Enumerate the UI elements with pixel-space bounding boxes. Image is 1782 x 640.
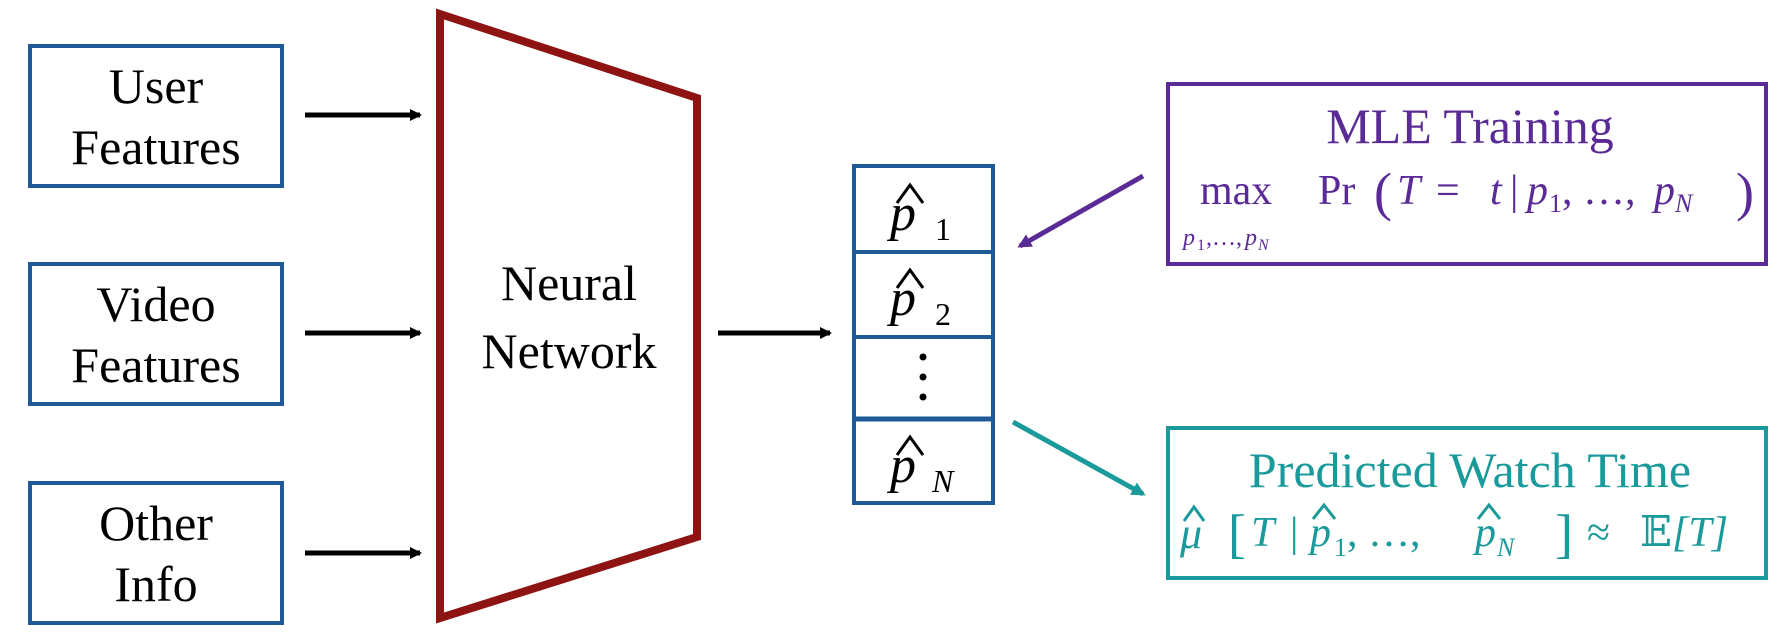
- neural-network: Neural Network: [436, 8, 701, 624]
- predicted-p1-sub: 1: [1334, 533, 1347, 562]
- predicted-box: [1166, 426, 1768, 580]
- input-label-line2: Features: [71, 337, 240, 393]
- mle-pN-sub: N: [1674, 189, 1694, 218]
- hat-mark: [895, 267, 925, 289]
- mle-t: t: [1490, 168, 1503, 214]
- predicted-title: Predicted Watch Time: [1249, 442, 1691, 498]
- mle-under-dots: ,…,: [1206, 225, 1242, 251]
- arrow-outputs-to-predicted: [1011, 419, 1146, 497]
- predicted-mu: μ: [1179, 509, 1202, 558]
- mle-formula: max Pr ( T = t | p 1 , …, p N ) p 1 ,…, …: [1181, 162, 1754, 254]
- output-box: [852, 164, 995, 505]
- mle-title: MLE Training: [1326, 98, 1614, 154]
- mle-p1: p: [1524, 168, 1548, 214]
- mle-dots: , …,: [1562, 168, 1636, 214]
- network-trapezoid: [436, 8, 701, 624]
- p-subscript: 2: [935, 296, 951, 332]
- input-user-features: User Features: [28, 44, 284, 188]
- ellipsis-dot: [919, 393, 927, 401]
- predicted-formula: μ [ T | p 1 , …, p N ] ≈ 𝔼 [T]: [1179, 502, 1728, 564]
- predicted-bar: |: [1290, 510, 1298, 556]
- input-box: [28, 481, 284, 625]
- predicted-dots: , …,: [1347, 510, 1421, 556]
- input-box: [28, 262, 284, 406]
- input-box: [28, 44, 284, 188]
- mle-under-pN: p: [1243, 225, 1257, 251]
- output-probabilities: p 1 p 2 p N: [852, 164, 995, 505]
- mle-p1-sub: 1: [1549, 189, 1562, 218]
- vertical-ellipsis: [919, 353, 927, 401]
- mle-max: max: [1200, 168, 1272, 214]
- input-label-line1: Video: [96, 276, 215, 332]
- mu-hat-mark: [1182, 504, 1206, 522]
- network-label-line2: Network: [482, 323, 657, 379]
- hat-mark: [895, 182, 925, 204]
- p1-hat-mark: [1311, 502, 1337, 520]
- p-subscript: N: [931, 463, 955, 499]
- mle-training: MLE Training max Pr ( T = t | p 1 , …, p…: [1166, 82, 1768, 266]
- mle-box: [1166, 82, 1768, 266]
- mle-bar: |: [1510, 168, 1518, 214]
- predicted-rbrack: ]: [1555, 504, 1573, 564]
- p-symbol: p: [886, 185, 916, 242]
- predicted-E: 𝔼: [1640, 510, 1672, 556]
- ellipsis-dot: [919, 373, 927, 381]
- hat-mark: [895, 434, 925, 456]
- network-label-line1: Neural: [501, 255, 637, 311]
- predicted-T: T: [1251, 510, 1277, 556]
- mle-pr: Pr: [1318, 168, 1355, 214]
- p-hat-1: p 1: [886, 182, 951, 247]
- p-hat-n: p N: [886, 434, 955, 499]
- arrow-mle-to-outputs: [1017, 173, 1145, 249]
- mle-pN: p: [1651, 168, 1675, 214]
- ellipsis-dot: [919, 353, 927, 361]
- predicted-watch-time: Predicted Watch Time μ [ T | p 1 , …, p …: [1166, 426, 1768, 580]
- mle-T: T: [1397, 168, 1423, 214]
- predicted-approx: ≈: [1587, 510, 1610, 556]
- p-symbol: p: [886, 437, 916, 494]
- pN-hat-mark: [1476, 502, 1502, 520]
- mle-eq: =: [1436, 168, 1460, 214]
- predicted-p1: p: [1307, 510, 1331, 556]
- p-hat-2: p 2: [886, 267, 951, 332]
- predicted-pN: p: [1472, 510, 1496, 556]
- input-label-line1: Other: [99, 495, 213, 551]
- mle-under-p1: p: [1181, 225, 1195, 251]
- mle-under-N: N: [1257, 237, 1270, 254]
- p-symbol: p: [886, 270, 916, 327]
- input-other-info: Other Info: [28, 481, 284, 625]
- input-video-features: Video Features: [28, 262, 284, 406]
- predicted-pN-sub: N: [1496, 533, 1516, 562]
- input-label-line1: User: [109, 58, 204, 114]
- mle-rparen: ): [1736, 162, 1754, 222]
- mle-under-1: 1: [1197, 237, 1205, 254]
- predicted-lbrack: [: [1228, 504, 1246, 564]
- input-label-line2: Features: [71, 119, 240, 175]
- mle-lparen: (: [1374, 162, 1392, 222]
- p-subscript: 1: [935, 211, 951, 247]
- input-label-line2: Info: [114, 556, 197, 612]
- predicted-E-arg: [T]: [1672, 510, 1728, 556]
